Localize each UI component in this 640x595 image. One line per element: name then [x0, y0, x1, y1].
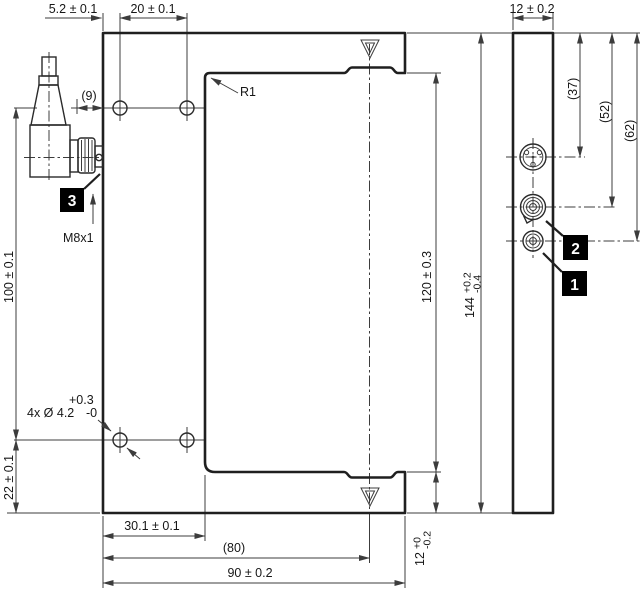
arm-tol-minus: -0.2 — [422, 531, 434, 549]
plug-elbow — [69, 139, 79, 173]
dimension-lines — [13, 15, 640, 586]
dim-text-edge-to-hole: 5.2 ± 0.1 — [49, 2, 98, 16]
led-outer-ring — [522, 230, 544, 252]
mounting-hole-top-left — [112, 100, 128, 116]
connector-plug — [29, 56, 104, 178]
front-view-outline — [101, 31, 407, 515]
hole-callout-arrow-b — [126, 447, 141, 460]
pot-ring-2 — [523, 197, 543, 217]
dim-text-led-pos: (62) — [623, 120, 637, 142]
m8-pin-3 — [530, 161, 536, 168]
pot-keyway-tab — [522, 215, 534, 224]
callout-number-led: 1 — [570, 277, 579, 294]
radius-leader — [210, 77, 239, 94]
m8-connector-face — [519, 143, 547, 171]
dim-text-slot-depth: 30.1 ± 0.1 — [124, 519, 180, 533]
total-tol-plus: +0.2 — [462, 272, 474, 293]
mounting-hole-bottom-left — [112, 432, 128, 448]
front-view — [101, 31, 407, 515]
optical-axis-triangle-top — [360, 39, 380, 60]
holes-callout-text: 4x Ø 4.2 +0.3 -0 — [27, 393, 97, 420]
dim-text-plug-protrusion: (9) — [81, 89, 96, 103]
radius-label: R1 — [240, 85, 256, 99]
callout-number-plug: 3 — [68, 193, 77, 210]
holes-tol-plus: +0.3 — [69, 393, 94, 407]
dim-text-axis-from-edge: (80) — [223, 541, 245, 555]
plug-body — [29, 124, 71, 178]
dim-text-connector-pos: (37) — [566, 78, 580, 100]
potentiometer — [519, 193, 547, 224]
dim-text-body-width: 90 ± 0.2 — [227, 566, 272, 580]
dim-text-bottom-edge-to-hole: 22 ± 0.1 — [2, 455, 16, 500]
callout-led-leader — [542, 252, 563, 273]
optical-axis-triangle-bottom — [360, 487, 380, 508]
m8-pin-1 — [523, 149, 530, 156]
dim-text-hole-rows: 100 ± 0.1 — [2, 251, 16, 303]
callout-boxes: 3 2 1 — [60, 188, 588, 296]
optical-axis-triangle-bottom-inner — [364, 490, 376, 502]
m8-pin-2 — [536, 149, 543, 156]
holes-prefix: 4x Ø 4.2 — [27, 406, 74, 420]
thread-label: M8x1 — [63, 231, 94, 245]
hole-callout-arrow-a — [97, 419, 112, 432]
mounting-hole-bottom-right — [179, 432, 195, 448]
callout-pot-leader — [545, 220, 564, 237]
dim-text-hole-spacing: 20 ± 0.1 — [130, 2, 175, 16]
led-indicator — [522, 230, 544, 252]
arm-tol-plus: +0 — [412, 537, 424, 549]
arm-value: 12 — [413, 552, 427, 566]
side-view — [511, 31, 555, 515]
m8-center-dot — [531, 155, 535, 159]
dim-text-pot-pos: (52) — [598, 101, 612, 123]
dim-text-arm-thickness: 12 +0 -0.2 — [412, 531, 434, 566]
thread-detail — [95, 153, 103, 162]
leaders — [83, 77, 564, 460]
callout-box-led — [562, 271, 587, 296]
callout-number-pot: 2 — [571, 241, 580, 258]
total-tol-minus: -0.4 — [472, 275, 484, 293]
led-ring-2 — [525, 233, 541, 249]
callout-box-pot — [563, 235, 588, 260]
callout-plug-leader — [83, 173, 101, 190]
total-value: 144 — [463, 297, 477, 318]
mounting-holes — [112, 100, 195, 448]
callout-box-plug — [60, 188, 84, 212]
holes-tol-minus: -0 — [86, 406, 97, 420]
dimension-texts: 5.2 ± 0.1 20 ± 0.1 (9) 100 ± 0.1 22 ± 0.… — [2, 2, 637, 580]
thread-collar — [94, 145, 104, 168]
dim-text-total-height: 144 +0.2 -0.4 — [462, 272, 484, 318]
optical-axis-marks — [360, 39, 380, 508]
m8-connector-outer — [519, 143, 547, 171]
optical-axis-triangle-top-inner — [364, 42, 376, 54]
side-view-outline — [511, 31, 555, 515]
dim-text-slot-height: 120 ± 0.3 — [420, 251, 434, 303]
mounting-hole-top-right — [179, 100, 195, 116]
dim-text-side-width: 12 ± 0.2 — [509, 2, 554, 16]
